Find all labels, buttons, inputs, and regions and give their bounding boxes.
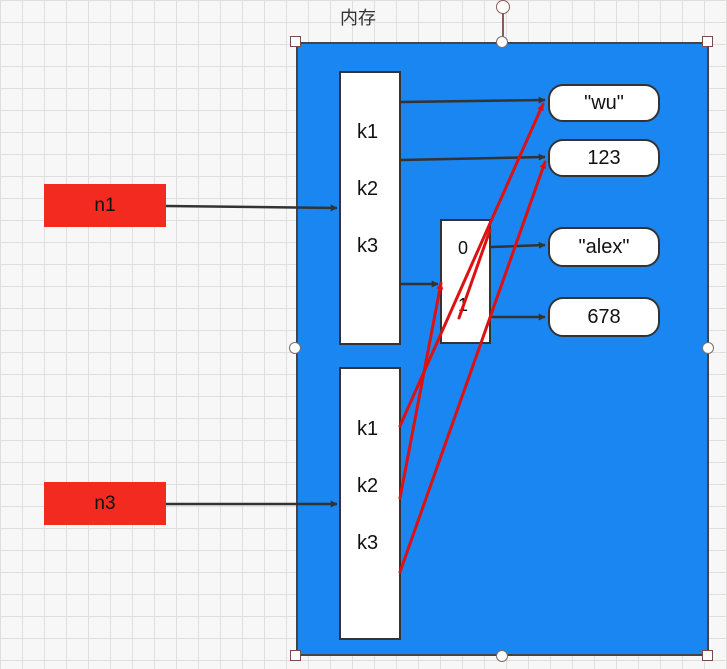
var-n3[interactable]: n3 — [44, 482, 166, 525]
dict1-key-k2: k2 — [357, 178, 379, 200]
value-123[interactable]: 123 — [548, 139, 660, 177]
arrow-n1-to-dict1 — [165, 204, 338, 212]
resize-handle-top[interactable] — [496, 36, 508, 48]
value-alex-text: "alex" — [578, 235, 630, 258]
dict2-box[interactable] — [339, 367, 401, 640]
resize-handle-right[interactable] — [702, 342, 714, 354]
var-n1[interactable]: n1 — [44, 184, 166, 227]
resize-handle-top-left[interactable] — [290, 36, 301, 47]
arrow-dict1-k1-to-wu — [400, 96, 546, 104]
arrow-dict1-k2-to-123 — [400, 153, 546, 162]
value-678[interactable]: 678 — [548, 297, 660, 337]
resize-handle-bottom-left[interactable] — [290, 650, 301, 661]
dict2-key-k1: k1 — [357, 418, 379, 440]
arrow-dict2-k2-to-list — [398, 281, 444, 500]
list-index-0: 0 — [458, 238, 469, 258]
arrow-list-0-to-alex — [490, 241, 546, 249]
dict1-box[interactable] — [339, 71, 401, 345]
dict1-key-k1: k1 — [357, 121, 379, 143]
resize-handle-bottom-right[interactable] — [702, 650, 713, 661]
resize-handle-bottom[interactable] — [496, 650, 508, 662]
dict2-key-k2: k2 — [357, 475, 379, 497]
var-n3-label: n3 — [94, 492, 116, 514]
rotate-handle-line — [502, 12, 504, 42]
resize-handle-left[interactable] — [289, 342, 301, 354]
value-wu[interactable]: "wu" — [548, 84, 660, 122]
value-alex[interactable]: "alex" — [548, 227, 660, 267]
memory-title: 内存 — [340, 8, 376, 28]
list-slot-0-line — [457, 228, 492, 320]
var-n1-label: n1 — [94, 194, 116, 216]
value-wu-text: "wu" — [584, 91, 624, 114]
resize-handle-top-right[interactable] — [702, 36, 713, 47]
arrow-dict2-k3-to-123 — [398, 160, 547, 574]
value-123-text: 123 — [587, 146, 621, 169]
rotate-handle[interactable] — [496, 0, 510, 14]
dict1-key-k3: k3 — [357, 235, 379, 257]
dict2-key-k3: k3 — [357, 532, 379, 554]
value-678-text: 678 — [587, 305, 621, 328]
